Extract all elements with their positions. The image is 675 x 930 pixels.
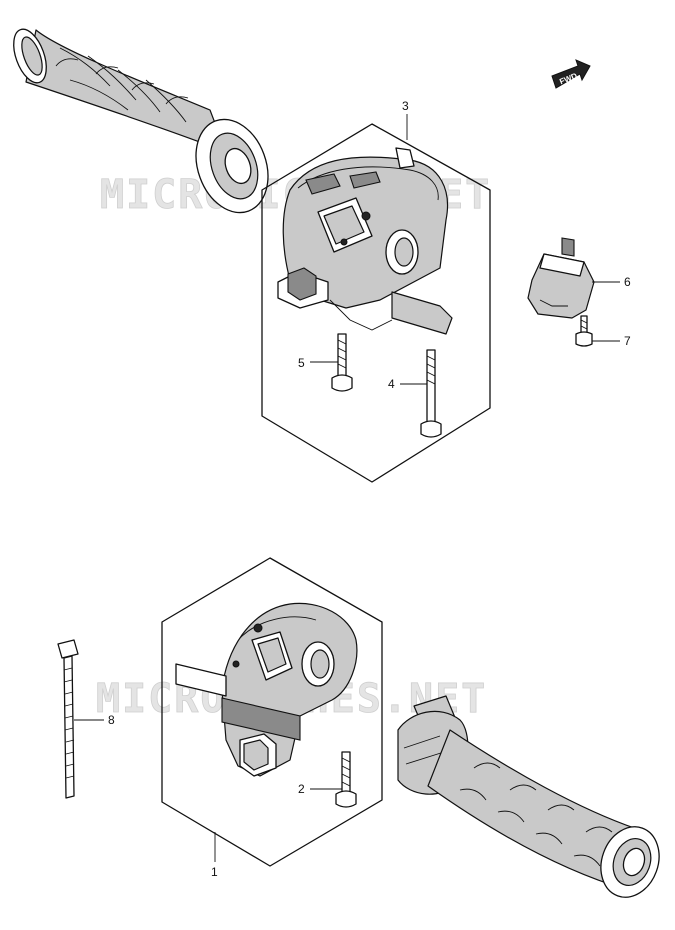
assembly-outline-lower <box>161 557 383 867</box>
screw-5 <box>331 333 353 392</box>
grip-lower-right <box>397 695 660 898</box>
callout-label-4: 4 <box>388 377 395 391</box>
callout-label-6: 6 <box>624 275 631 289</box>
callout-label-8: 8 <box>108 713 115 727</box>
assembly-outline-upper <box>261 123 491 483</box>
callout-7: 7 <box>592 334 631 348</box>
callout-label-1: 1 <box>211 865 218 879</box>
callout-1: 1 <box>211 832 218 879</box>
switch-6 <box>527 237 595 319</box>
screw-2 <box>335 751 357 808</box>
screw-7 <box>575 315 593 347</box>
callout-6: 6 <box>592 275 631 289</box>
fwd-arrow-icon: FWD <box>551 59 591 89</box>
callout-2: 2 <box>298 782 342 796</box>
grip-upper-left <box>13 28 269 214</box>
callout-label-7: 7 <box>624 334 631 348</box>
switch-housing-upper <box>277 147 453 335</box>
callout-4: 4 <box>388 377 427 391</box>
callout-3: 3 <box>402 99 409 140</box>
callout-label-5: 5 <box>298 356 305 370</box>
callout-5: 5 <box>298 356 338 370</box>
cable-tie-8 <box>57 639 79 799</box>
callout-8: 8 <box>74 713 115 727</box>
callout-label-2: 2 <box>298 782 305 796</box>
callout-label-3: 3 <box>402 99 409 113</box>
switch-housing-lower <box>175 602 358 777</box>
screw-4 <box>420 349 442 438</box>
